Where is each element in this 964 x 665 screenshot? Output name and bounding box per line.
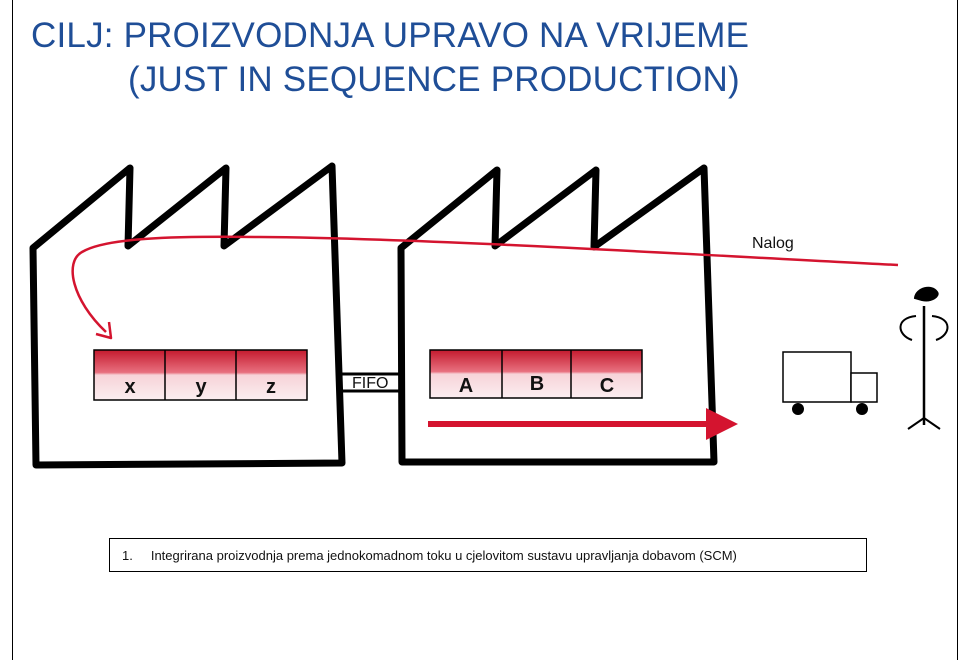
cell-y: y: [195, 376, 207, 398]
title-line-2: (JUST IN SEQUENCE PRODUCTION): [128, 60, 740, 99]
caption-text: Integrirana proizvodnja prema jednokomad…: [150, 547, 737, 563]
truck-icon: [782, 351, 878, 415]
page-title: CILJ: PROIZVODNJA UPRAVO NA VRIJEME (JUS…: [31, 14, 931, 102]
cell-z: z: [266, 376, 276, 398]
factory-right-outline: [397, 164, 718, 466]
title-line-1: CILJ: PROIZVODNJA UPRAVO NA VRIJEME: [31, 16, 750, 55]
cell-row-left: x y z: [93, 349, 308, 401]
cell-c: C: [600, 375, 614, 397]
cell-row-right: A B C: [429, 349, 643, 399]
fifo-label: FIFO: [352, 375, 388, 392]
caption-box: 1. Integrirana proizvodnja prema jednoko…: [109, 538, 867, 572]
cell-x: x: [124, 376, 135, 398]
order-label: Nalog: [752, 235, 794, 252]
fifo-connector: FIFO: [342, 372, 402, 393]
cell-a: A: [459, 375, 473, 397]
slide-frame: [12, 0, 958, 660]
material-flow-arrow: [428, 408, 738, 440]
order-flow-arrow: [71, 235, 899, 340]
cell-b: B: [530, 373, 544, 395]
customer-figure-icon: [899, 286, 949, 430]
caption-number: 1.: [122, 547, 133, 563]
factory-left-outline: [29, 162, 346, 469]
